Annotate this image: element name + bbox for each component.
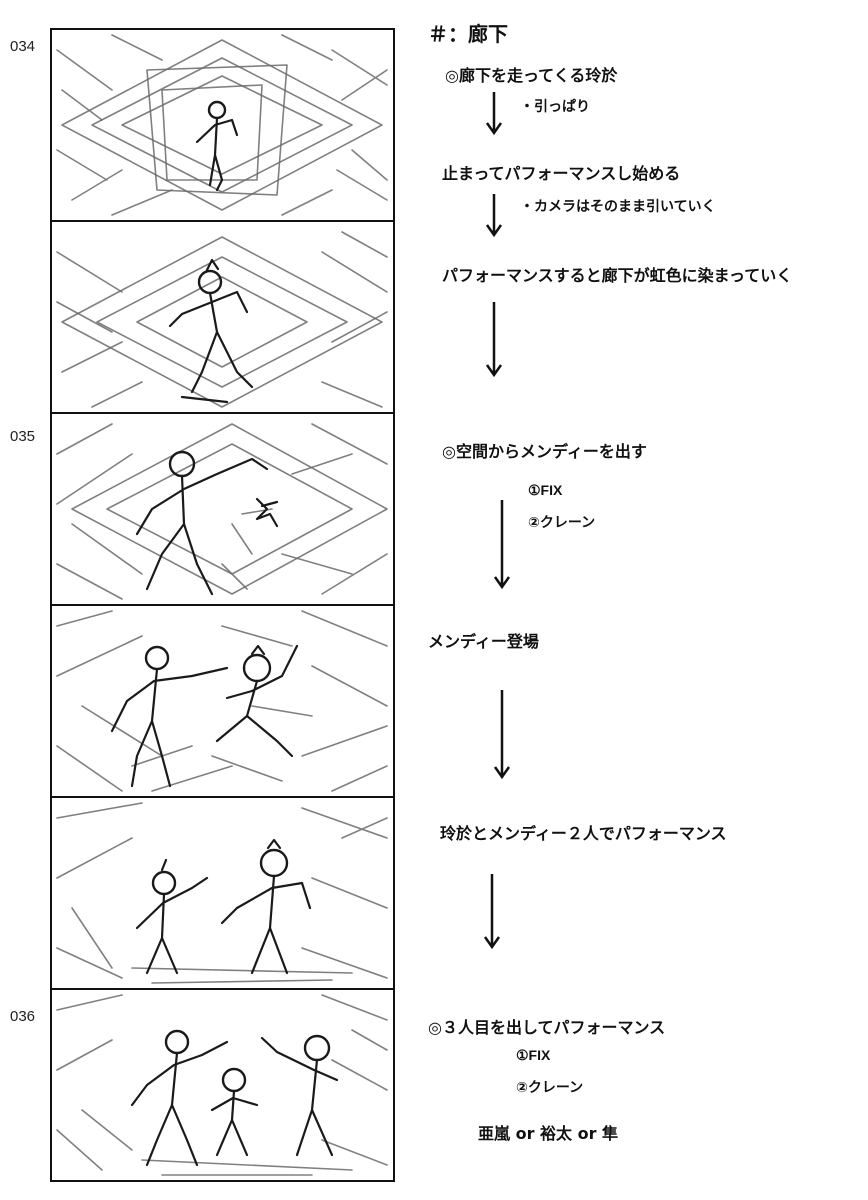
arrow-down-icon — [484, 302, 504, 378]
storyboard-frame-2 — [50, 220, 395, 414]
note-crane-option-1: ②クレーン — [528, 515, 596, 531]
note-mandy-from-space: ◎空間からメンディーを出す — [442, 442, 647, 461]
note-member-options: 亜嵐 or 裕太 or 隼 — [478, 1124, 619, 1143]
note-third-member: ◎３人目を出してパフォーマンス — [428, 1018, 666, 1037]
cut-label-034: 034 — [10, 38, 36, 55]
arrow-down-icon — [484, 194, 504, 238]
scene-heading: ＃：廊下 — [428, 22, 508, 46]
note-fix-option-2: ①FIX — [516, 1047, 551, 1063]
note-camera-pull-back: ・カメラはそのまま引いていく — [520, 199, 716, 215]
arrow-down-icon — [492, 500, 512, 590]
note-start-performance: 止まってパフォーマンスし始める — [442, 164, 681, 183]
note-duo-performance: 玲於とメンディー２人でパフォーマンス — [440, 824, 727, 843]
storyboard-frame-1 — [50, 28, 395, 222]
note-pull-shot: ・引っぱり — [520, 99, 590, 115]
arrow-down-icon — [492, 690, 512, 780]
cut-label-036: 036 — [10, 1008, 36, 1025]
note-rainbow-hallway: パフォーマンスすると廊下が虹色に染まっていく — [442, 266, 793, 285]
arrow-down-icon — [484, 92, 504, 136]
arrow-down-icon — [482, 874, 502, 950]
note-mandy-appears: メンディー登場 — [428, 632, 539, 651]
note-fix-option-1: ①FIX — [528, 482, 563, 498]
note-crane-option-2: ②クレーン — [516, 1080, 584, 1096]
note-reo-running: ◎廊下を走ってくる玲於 — [445, 66, 618, 85]
storyboard-frame-4 — [50, 604, 395, 798]
storyboard-frame-3 — [50, 412, 395, 606]
storyboard-frame-6 — [50, 988, 395, 1182]
storyboard-frame-5 — [50, 796, 395, 990]
cut-label-035: 035 — [10, 428, 36, 445]
